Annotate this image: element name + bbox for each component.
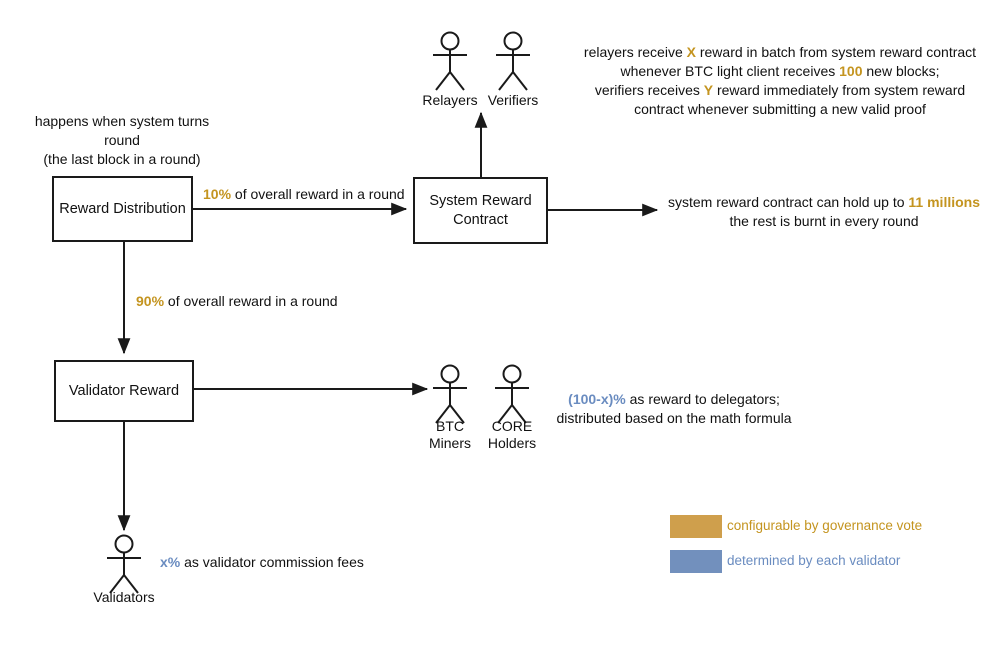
legend-label-governance: configurable by governance vote — [727, 518, 923, 533]
note-commission-value: x% — [160, 554, 181, 570]
note-delegators: (100-x)% as reward to delegators; distri… — [556, 390, 792, 428]
node-reward-distribution[interactable]: Reward Distribution — [52, 176, 193, 242]
edge-label-ten-percent: 10% of overall reward in a round — [203, 185, 405, 204]
edge-label-ten-percent-value: 10% — [203, 186, 232, 202]
note-rv-l1b: reward in batch from system reward contr… — [695, 44, 977, 60]
note-delegators-l1b: as reward to delegators; — [625, 391, 780, 407]
note-system-reward-cap: system reward contract can hold up to 11… — [664, 193, 984, 231]
note-cap-l1a: system reward contract can hold up to — [667, 194, 909, 210]
note-relayers-verifiers: relayers receive X reward in batch from … — [575, 43, 985, 119]
verifiers-label: Verifiers — [487, 92, 539, 108]
core-holders-label: CORE Holders — [487, 418, 537, 451]
relayers-figure-icon — [433, 31, 467, 91]
edge-label-ninety-percent-rest: of overall reward in a round — [164, 293, 338, 309]
note-rv-l3a: verifiers receives — [594, 82, 704, 98]
note-validator-commission: x% as validator commission fees — [160, 553, 364, 572]
edge-label-ninety-percent-value: 90% — [136, 293, 165, 309]
note-rv-l2a: whenever BTC light client receives — [620, 63, 840, 79]
note-delegators-value: (100-x)% — [568, 391, 626, 407]
note-delegators-line-2: distributed based on the math formula — [556, 410, 792, 426]
node-validator-reward[interactable]: Validator Reward — [54, 360, 194, 422]
legend-swatch-validator — [670, 550, 722, 573]
note-relayers-verifiers-line-3: verifiers receives Y reward immediately … — [575, 81, 985, 100]
edge-label-ten-percent-rest: of overall reward in a round — [231, 186, 405, 202]
note-rv-l3-y: Y — [703, 82, 714, 98]
legend-label-validator: determined by each validator — [727, 553, 901, 568]
note-rv-l1a: relayers receive — [583, 44, 687, 60]
note-system-reward-cap-line-2: the rest is burnt in every round — [729, 213, 919, 229]
note-cap-l1-value: 11 millions — [908, 194, 981, 210]
note-commission-rest: as validator commission fees — [180, 554, 364, 570]
note-system-reward-cap-line-1: system reward contract can hold up to 11… — [664, 193, 984, 212]
relayers-label: Relayers — [422, 92, 478, 108]
btc-miners-label: BTC Miners — [428, 418, 471, 451]
validators-label: Validators — [93, 589, 155, 605]
note-rv-l2b: new blocks; — [862, 63, 940, 79]
verifiers-figure-icon — [496, 31, 530, 91]
note-delegators-line-1: (100-x)% as reward to delegators; — [556, 390, 792, 409]
edge-label-ninety-percent: 90% of overall reward in a round — [136, 292, 338, 311]
note-rv-l2-n: 100 — [839, 63, 863, 79]
note-round-trigger: happens when system turns round (the las… — [34, 113, 210, 167]
note-relayers-verifiers-line-4: contract whenever submitting a new valid… — [634, 101, 926, 117]
core-holders-figure-icon — [495, 364, 529, 424]
note-rv-l1-x: X — [686, 44, 696, 60]
btc-miners-figure-icon — [433, 364, 467, 424]
note-relayers-verifiers-line-2: whenever BTC light client receives 100 n… — [575, 62, 985, 81]
validators-figure-icon — [107, 534, 141, 594]
note-relayers-verifiers-line-1: relayers receive X reward in batch from … — [575, 43, 985, 62]
legend-swatch-governance — [670, 515, 722, 538]
note-rv-l3b: reward immediately from system reward — [713, 82, 966, 98]
node-system-reward-contract[interactable]: System Reward Contract — [413, 177, 548, 244]
